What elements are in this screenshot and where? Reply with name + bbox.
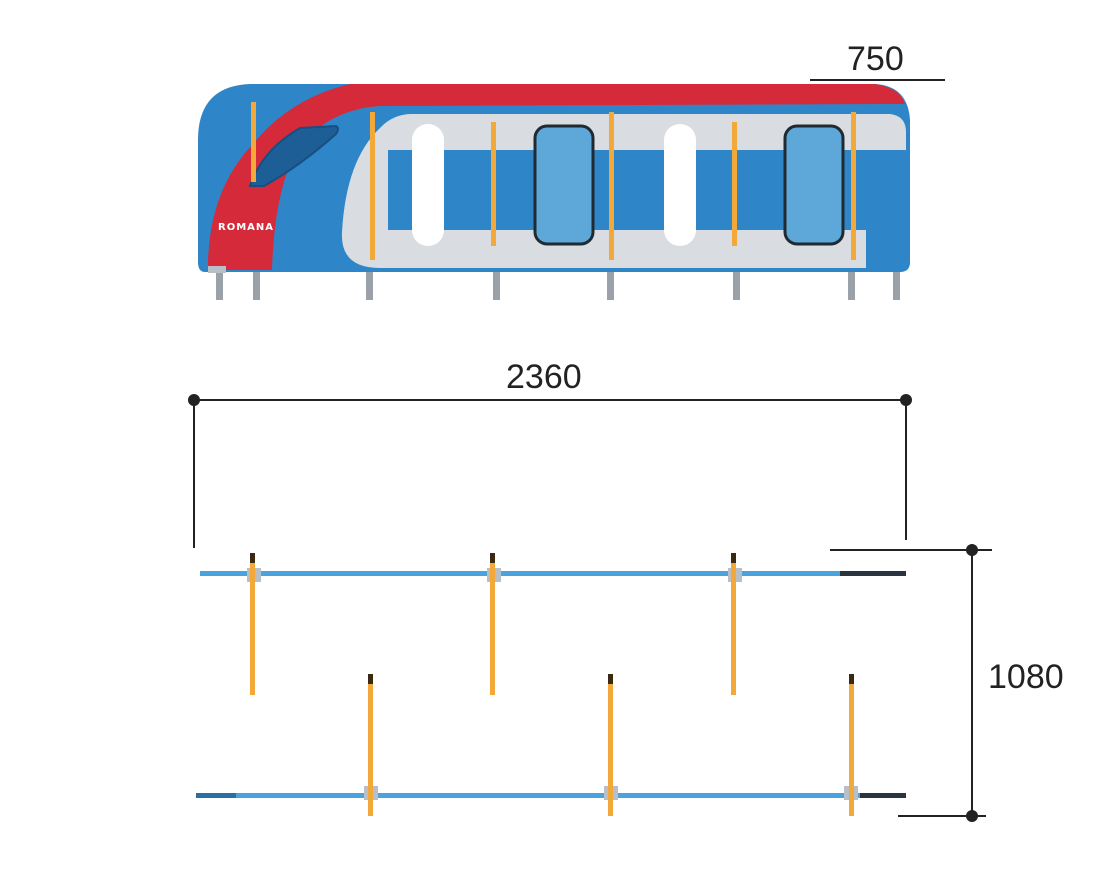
- top-rail-upper: [200, 571, 906, 576]
- red-stripe: [208, 84, 905, 270]
- brand-logo-text: ROMANA: [218, 222, 274, 233]
- height-dimension: 750: [810, 40, 945, 81]
- side-poles: [251, 102, 856, 260]
- train-legs: [216, 272, 900, 300]
- front-window: [248, 124, 339, 187]
- train-side-view: ROMANA: [198, 84, 910, 300]
- height-dimension-label: 750: [847, 40, 904, 78]
- side-window-1: [533, 124, 595, 246]
- width-dimension: 1080: [830, 544, 1064, 822]
- top-rail-lower: [196, 793, 906, 798]
- side-window-2: [783, 124, 845, 246]
- width-dimension-label: 1080: [988, 658, 1064, 696]
- length-dimension-label: 2360: [506, 358, 582, 396]
- doorway-2: [664, 124, 696, 246]
- top-poles-lower: [368, 674, 854, 816]
- length-dimension: 2360: [188, 358, 912, 548]
- top-poles-upper: [250, 553, 736, 695]
- doorway-1: [412, 124, 444, 246]
- train-top-view: [196, 553, 906, 816]
